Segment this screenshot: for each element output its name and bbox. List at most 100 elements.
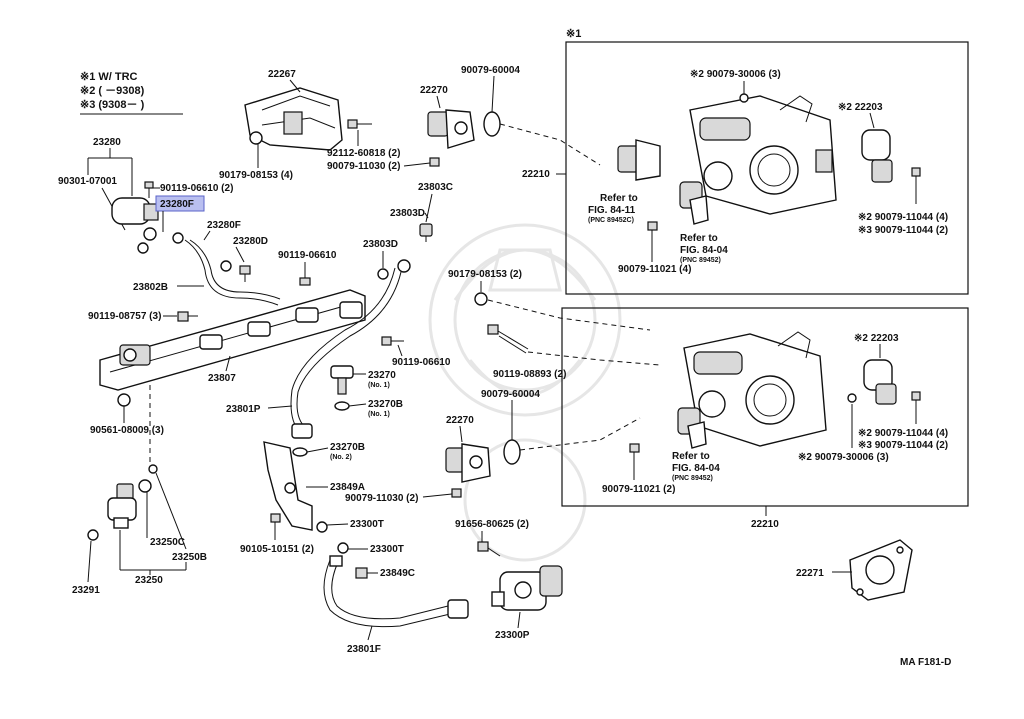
legend-line-3: ※3 (9308－ )	[80, 99, 145, 111]
gasket-icon	[503, 439, 521, 465]
throttle-body-icon	[683, 331, 827, 447]
o-ring-icon	[148, 464, 158, 474]
label-23250C[interactable]: 23250C	[150, 537, 185, 548]
label-23803D-2[interactable]: 23803D	[363, 239, 398, 250]
box1-star-label: ※1	[566, 28, 581, 40]
label-90105-10151-2[interactable]: 90105-10151 (2)	[240, 544, 314, 555]
gasket-icon	[397, 259, 411, 273]
label-90301-07001[interactable]: 90301-07001	[58, 176, 117, 187]
bolt-icon	[347, 119, 372, 129]
gasket-icon	[316, 521, 328, 533]
label-23849A[interactable]: 23849A	[330, 482, 365, 493]
label-23300T-1[interactable]: 23300T	[350, 519, 384, 530]
nut-icon	[739, 93, 749, 103]
bolt-icon	[355, 567, 368, 579]
bolt-icon	[144, 181, 154, 198]
label-22210-top[interactable]: 22210	[522, 169, 550, 180]
b1-pnc-1: (PNC 89452C)	[588, 217, 634, 224]
b2-label-22203[interactable]: ※2 22203	[854, 333, 899, 344]
label-90119-08893-2[interactable]: 90119-08893 (2)	[493, 369, 566, 380]
label-22270-mid[interactable]: 22270	[446, 415, 474, 426]
label-23849C[interactable]: 23849C	[380, 568, 415, 579]
label-90179-08153-2[interactable]: 90179-08153 (2)	[448, 269, 522, 280]
label-90079-11030-2-mid[interactable]: 90079-11030 (2)	[345, 493, 418, 504]
label-23300P[interactable]: 23300P	[495, 630, 530, 641]
b1-refer-1: Refer to	[600, 193, 638, 204]
label-23270B-no2[interactable]: 23270B	[330, 442, 365, 453]
label-22270-top[interactable]: 22270	[420, 85, 448, 96]
label-90561-08009-3[interactable]: 90561-08009 (3)	[90, 425, 164, 436]
label-23280D[interactable]: 23280D	[233, 236, 268, 247]
legend: ※1 W/ TRC ※2 ( －9308) ※3 (9308－ )	[80, 71, 183, 115]
b1-fig-84-04[interactable]: FIG. 84-04	[680, 245, 728, 256]
label-23291[interactable]: 23291	[72, 585, 100, 596]
label-23801P[interactable]: 23801P	[226, 404, 261, 415]
box-standard	[561, 307, 969, 507]
b1-pnc-2: (PNC 89452)	[680, 257, 721, 264]
b1-label-90079-11044-4[interactable]: ※2 90079-11044 (4)	[858, 212, 948, 223]
bolt-icon	[487, 324, 529, 354]
gasket-icon	[334, 401, 350, 411]
label-23802B[interactable]: 23802B	[133, 282, 168, 293]
b2-label-90079-11021-2[interactable]: 90079-11021 (2)	[602, 484, 675, 495]
label-22271[interactable]: 22271	[796, 568, 824, 579]
label-23300T-2[interactable]: 23300T	[370, 544, 404, 555]
label-90079-11030-2-top[interactable]: 90079-11030 (2)	[327, 161, 400, 172]
bolt-icon	[239, 265, 251, 282]
gasket-icon	[292, 447, 308, 457]
label-23803C[interactable]: 23803C	[418, 182, 453, 193]
label-23270B-no2-sub: (No. 2)	[330, 454, 352, 461]
label-90079-60004-mid[interactable]: 90079-60004	[481, 389, 540, 400]
label-23280[interactable]: 23280	[93, 137, 121, 148]
nut-icon	[847, 393, 857, 403]
throttle-body-gasket-icon	[849, 539, 913, 601]
bolt-icon	[381, 336, 404, 346]
b1-label-22203[interactable]: ※2 22203	[838, 102, 883, 113]
label-23250[interactable]: 23250	[135, 575, 163, 586]
b1-label-90079-11021-4[interactable]: 90079-11021 (4)	[618, 264, 691, 275]
bolt-icon	[177, 311, 198, 322]
label-23270-no1[interactable]: 23270	[368, 370, 396, 381]
label-23270B-no1[interactable]: 23270B	[368, 399, 403, 410]
pulsation-damper-icon	[330, 365, 354, 395]
highlighted-part-23280F[interactable]: 23280F	[155, 195, 205, 212]
label-91656-80625-2[interactable]: 91656-80625 (2)	[455, 519, 529, 530]
watermark-emblem	[428, 223, 622, 562]
throttle-position-sensor-icon	[679, 181, 709, 225]
label-23270-no1-sub: (No. 1)	[368, 382, 390, 389]
label-90119-06610-a[interactable]: 90119-06610	[278, 250, 337, 261]
bolt-icon	[911, 167, 921, 204]
b2-label-90079-11044-4[interactable]: ※2 90079-11044 (4)	[858, 428, 948, 439]
label-90119-06610-2[interactable]: 90119-06610 (2)	[160, 183, 233, 194]
b1-fig-84-11[interactable]: FIG. 84-11	[588, 205, 636, 216]
b1-label-90079-11044-2[interactable]: ※3 90079-11044 (2)	[858, 225, 948, 236]
b1-label-90079-30006-3[interactable]: ※2 90079-30006 (3)	[690, 69, 781, 80]
box-with-trc	[565, 41, 969, 295]
pulsation-damper-bracket-icon	[244, 87, 343, 151]
label-23280F-highlighted[interactable]: 23280F	[160, 199, 194, 210]
bolt-icon	[429, 157, 440, 167]
b2-label-90079-11044-2[interactable]: ※3 90079-11044 (2)	[858, 440, 948, 451]
sensor-icon	[861, 129, 893, 183]
b2-label-90079-30006-3[interactable]: ※2 90079-30006 (3)	[798, 452, 889, 463]
fuel-injector-icon	[107, 483, 137, 529]
legend-line-1: ※1 W/ TRC	[80, 71, 138, 83]
label-23807[interactable]: 23807	[208, 373, 236, 384]
label-90079-60004-top[interactable]: 90079-60004	[461, 65, 520, 76]
label-22210-bottom[interactable]: 22210	[751, 519, 779, 530]
label-22267[interactable]: 22267	[268, 69, 296, 80]
label-23801F[interactable]: 23801F	[347, 644, 381, 655]
label-92112-60818-2[interactable]: 92112-60818 (2)	[327, 148, 400, 159]
throttle-position-sensor-icon	[677, 407, 707, 449]
label-23803D-1[interactable]: 23803D	[390, 208, 425, 219]
b2-fig-84-04[interactable]: FIG. 84-04	[672, 463, 720, 474]
fuel-rail-icon	[99, 289, 366, 391]
o-ring-icon	[138, 479, 152, 493]
b2-pnc: (PNC 89452)	[672, 475, 713, 482]
label-23250B[interactable]: 23250B	[172, 552, 207, 563]
label-90179-08153-4[interactable]: 90179-08153 (4)	[219, 170, 293, 181]
label-90119-06610-b[interactable]: 90119-06610	[392, 357, 451, 368]
label-90119-08757-3[interactable]: 90119-08757 (3)	[88, 311, 161, 322]
label-23280F[interactable]: 23280F	[207, 220, 241, 231]
